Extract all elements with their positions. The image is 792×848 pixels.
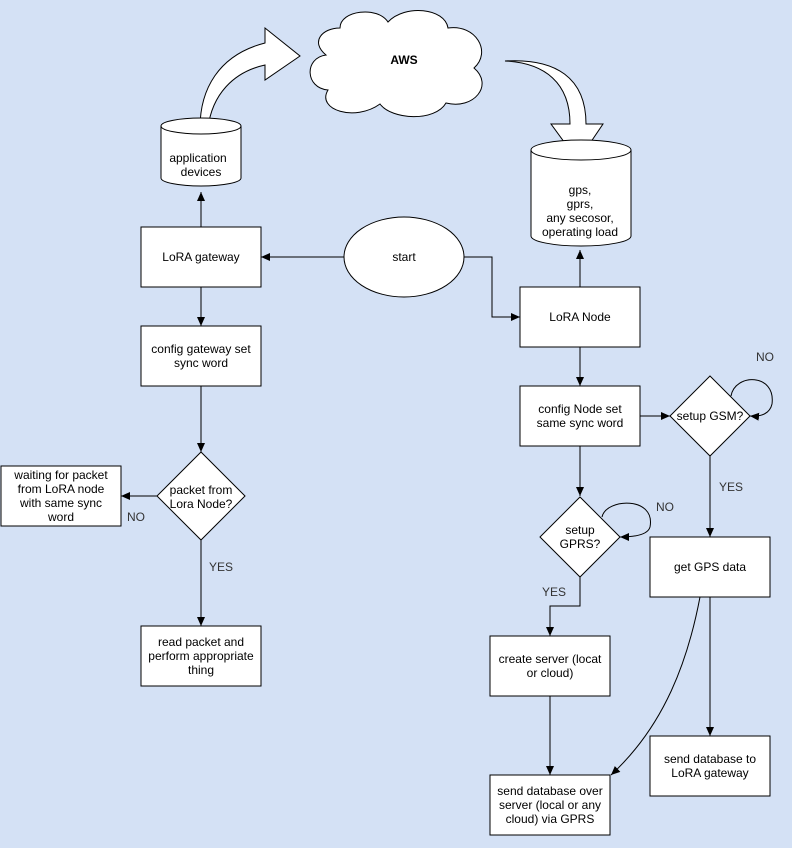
waiting-packet-line-2: from LoRA node [18,482,105,496]
lora-node-label: LoRA Node [549,310,611,324]
read-packet-box: read packet and perform appropriate thin… [140,625,262,687]
gprs-yes-label: YES [542,585,566,599]
config-node-line-2: same sync word [537,416,624,430]
gsm-yes-label: YES [719,480,743,494]
send-db-server-line-1: send database over [497,784,602,798]
config-gateway-box: config gateway set sync word [140,325,262,387]
gsm-no-label: NO [756,350,774,364]
setup-gsm-decision: setup GSM? [669,375,751,457]
connectors [121,192,773,776]
send-db-gateway-line-2: LoRA gateway [671,766,748,780]
send-db-server-line-2: server (local or any [499,798,601,812]
waiting-packet-line-3: with same sync [19,496,102,510]
edge-gsm-no-loop [730,379,773,421]
read-packet-line-2: perform appropriate [148,649,254,663]
waiting-packet-line-4: word [47,510,74,524]
config-gateway-line-2: sync word [174,356,228,370]
node-db-line-1: gps, [569,183,592,197]
setup-gsm-label: setup GSM? [677,409,744,423]
application-devices-cylinder: application devices [160,117,242,187]
node-database-cylinder: gps, gprs, any secosor, operating load [530,139,632,247]
config-node-box: config Node set same sync word [519,385,641,447]
config-gateway-line-1: config gateway set [151,342,251,356]
edge-start-to-node [464,256,520,321]
setup-gprs-line-1: setup [565,523,595,537]
lora-gateway-label: LoRA gateway [162,250,239,264]
config-node-line-1: config Node set [538,402,622,416]
send-db-gateway-line-1: send database to [664,752,756,766]
setup-gprs-decision: setup GPRS? [539,496,621,578]
lora-node-box: LoRA Node [519,286,641,348]
node-db-line-4: operating load [542,225,618,239]
start-node: start [343,216,465,298]
read-packet-line-1: read packet and [158,635,244,649]
curved-arrow-to-aws [199,26,301,129]
send-db-gateway-box: send database to LoRA gateway [649,735,771,797]
setup-gprs-line-2: GPRS? [560,537,601,551]
get-gps-label: get GPS data [674,560,746,574]
lora-gateway-box: LoRA gateway [140,226,262,288]
node-db-line-2: gprs, [567,197,594,211]
edge-gprs-no-loop [601,502,651,541]
create-server-line-1: create server (locat [499,652,602,666]
send-db-server-line-3: cloud) via GPRS [506,812,595,826]
create-server-line-2: or cloud) [527,666,574,680]
edge-gps-to-send-server [610,596,701,776]
gprs-no-label: NO [656,500,674,514]
packet-question-decision: packet from Lora Node? [156,451,246,541]
read-packet-line-3: thing [188,663,214,677]
app-devices-line-2: devices [181,165,222,179]
get-gps-box: get GPS data [649,536,771,598]
edge-gprs-yes [546,577,581,636]
aws-label: AWS [390,53,417,67]
create-server-box: create server (locat or cloud) [489,635,611,697]
waiting-packet-box: waiting for packet from LoRA node with s… [0,465,122,527]
aws-cloud: AWS [309,10,483,118]
node-db-line-3: any secosor, [546,211,613,225]
packet-no-label: NO [127,510,145,524]
start-label: start [392,250,416,264]
packet-question-line-2: Lora Node? [170,497,233,511]
send-db-server-box: send database over server (local or any … [489,774,611,836]
packet-yes-label: YES [209,560,233,574]
waiting-packet-line-1: waiting for packet [13,468,108,482]
app-devices-line-1: application [169,151,226,165]
packet-question-line-1: packet from [170,483,233,497]
